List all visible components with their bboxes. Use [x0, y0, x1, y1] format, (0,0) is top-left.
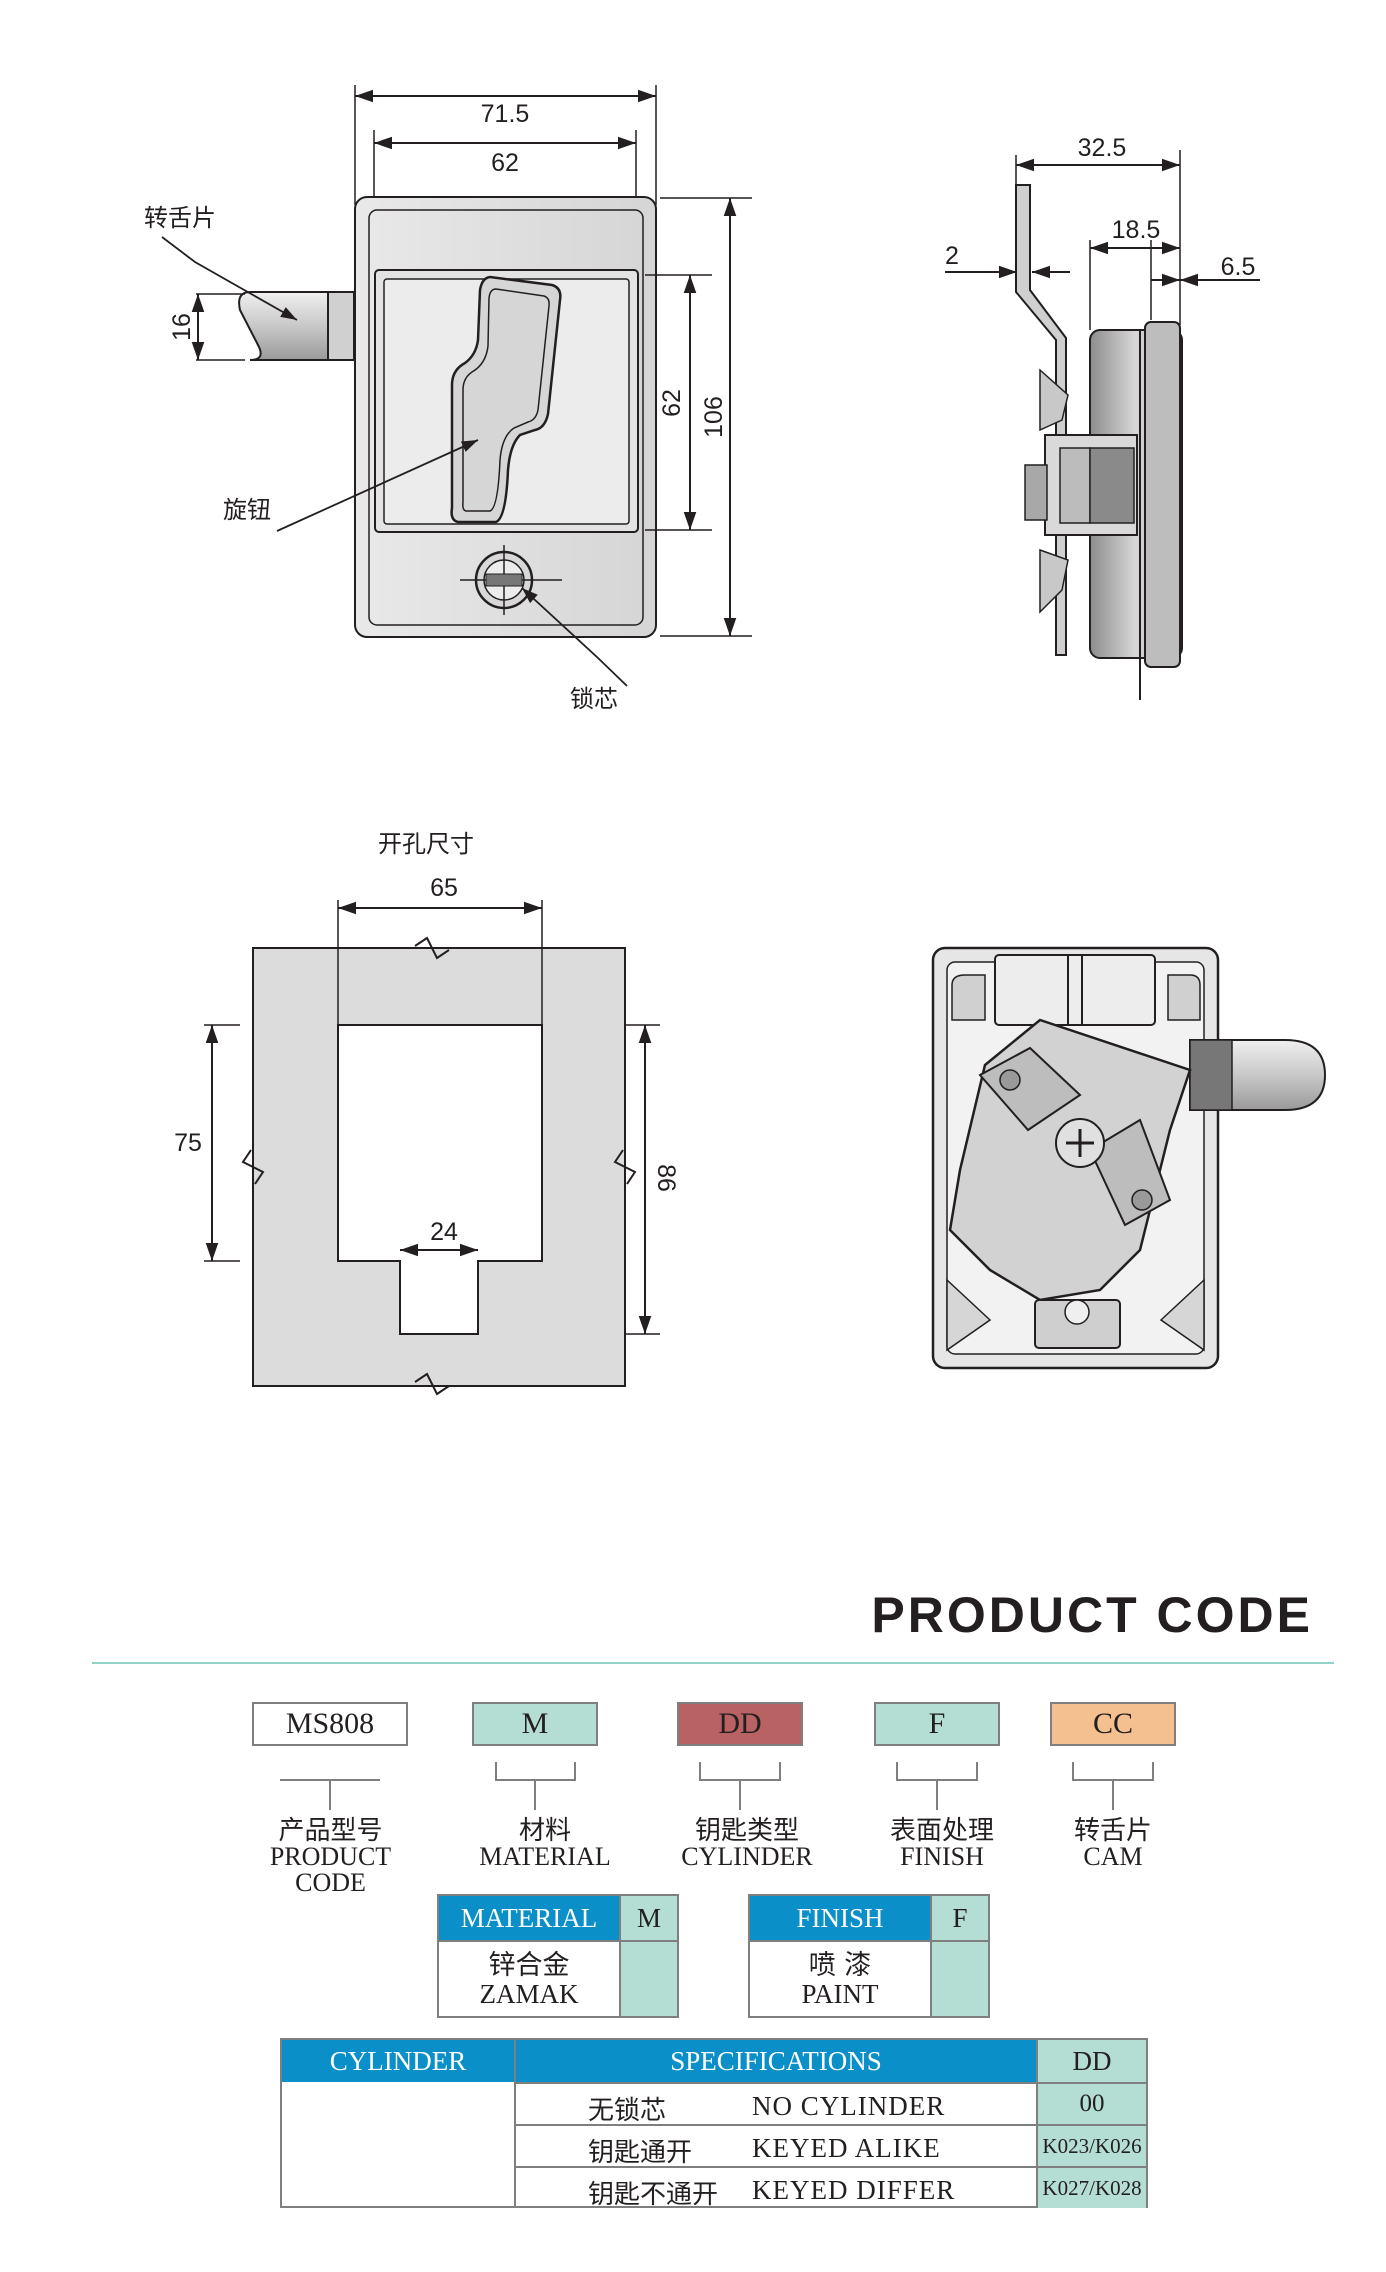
cutout-title: 开孔尺寸: [378, 830, 474, 858]
material-table-code-cell: [619, 1940, 677, 2016]
code-box-product: MS808: [252, 1702, 408, 1746]
material-table-header: MATERIAL: [439, 1896, 619, 1940]
rear-view: [931, 946, 1327, 1370]
label-cam: 转舌片: [144, 204, 216, 232]
code-box-finish: F: [874, 1702, 1000, 1746]
material-en: ZAMAK: [479, 1979, 579, 2009]
front-dim-height-inner: 62: [658, 389, 686, 417]
code-label-finish-en: FINISH: [900, 1842, 984, 1871]
side-dim-small: 6.5: [1221, 253, 1256, 281]
finish-zh: 喷 漆: [808, 1950, 872, 1981]
code-label-material: 材料 MATERIAL: [470, 1818, 620, 1870]
table-row: 无锁芯 NO CYLINDER 00: [514, 2082, 1146, 2126]
code-label-product-en: PRODUCT CODE: [269, 1842, 392, 1897]
row-en: KEYED DIFFER: [752, 2175, 956, 2205]
row-code: K023/K026: [1036, 2126, 1146, 2166]
code-label-cylinder-zh: 钥匙类型: [694, 1816, 799, 1846]
cutout-dim-slot: 24: [430, 1218, 458, 1246]
table-row: 钥匙不通开 KEYED DIFFER K027/K028: [514, 2166, 1146, 2210]
row-zh: 无锁芯: [588, 2096, 667, 2126]
finish-table-body: 喷 漆 PAINT: [750, 1940, 930, 2016]
side-dim-mid: 18.5: [1112, 216, 1161, 244]
product-code-title: PRODUCT CODE: [871, 1587, 1313, 1643]
cutout-view: [204, 900, 660, 1396]
label-knob: 旋钮: [223, 496, 271, 524]
front-view: [161, 85, 752, 687]
front-dim-width-inner: 62: [491, 149, 519, 177]
cylinder-table: CYLINDER SPECIFICATIONS DD 无锁芯 NO CYLIND…: [280, 2038, 1148, 2210]
cylinder-header: CYLINDER: [282, 2040, 514, 2082]
code-label-cam-en: CAM: [1083, 1842, 1143, 1871]
finish-table-code: F: [930, 1896, 988, 1940]
code-box-material: M: [472, 1702, 598, 1746]
row-en: NO CYLINDER: [752, 2091, 946, 2121]
code-label-product-zh: 产品型号: [278, 1816, 383, 1846]
code-box-cylinder: DD: [677, 1702, 803, 1746]
code-label-cylinder-en: CYLINDER: [681, 1842, 813, 1871]
row-code: K027/K028: [1036, 2168, 1146, 2208]
front-dim-cam: 16: [168, 313, 196, 341]
code-label-finish: 表面处理 FINISH: [867, 1818, 1017, 1870]
code-label-finish-zh: 表面处理: [889, 1816, 994, 1846]
material-zh: 锌合金: [488, 1950, 570, 1981]
cutout-dim-width: 65: [430, 874, 458, 902]
side-dim-thick: 2: [945, 242, 959, 270]
specifications-header: SPECIFICATIONS: [514, 2040, 1036, 2082]
code-label-material-en: MATERIAL: [479, 1842, 611, 1871]
finish-table: FINISH F 喷 漆 PAINT: [748, 1894, 990, 2018]
code-label-cam-zh: 转舌片: [1073, 1816, 1152, 1846]
front-dim-width-total: 71.5: [481, 100, 530, 128]
row-zh: 钥匙不通开: [588, 2180, 719, 2210]
side-view: [945, 150, 1260, 700]
cutout-dim-left-height: 75: [174, 1129, 202, 1157]
side-dim-total: 32.5: [1078, 134, 1127, 162]
code-label-cylinder: 钥匙类型 CYLINDER: [672, 1818, 822, 1870]
finish-table-header: FINISH: [750, 1896, 930, 1940]
label-core: 锁芯: [570, 685, 618, 713]
finish-en: PAINT: [801, 1979, 879, 2009]
cutout-dim-right-height: 86: [652, 1164, 680, 1192]
row-en: KEYED ALIKE: [752, 2133, 941, 2163]
row-code: 00: [1036, 2084, 1146, 2124]
finish-table-code-cell: [930, 1940, 988, 2016]
material-table: MATERIAL M 锌合金 ZAMAK: [437, 1894, 679, 2018]
code-label-cam: 转舌片 CAM: [1048, 1818, 1178, 1870]
dd-header: DD: [1036, 2040, 1146, 2082]
front-dim-height-total: 106: [700, 396, 728, 438]
technical-drawings: 71.5 62 16 62 106 转舌片 旋钮 锁芯 32.5 18.5 6.…: [144, 85, 1327, 1396]
material-table-body: 锌合金 ZAMAK: [439, 1940, 619, 2016]
row-zh: 钥匙通开: [588, 2138, 693, 2168]
table-row: 钥匙通开 KEYED ALIKE K023/K026: [514, 2124, 1146, 2168]
material-table-code: M: [619, 1896, 677, 1940]
section-divider: [92, 1662, 1334, 1664]
code-connectors: [280, 1762, 1154, 1810]
code-box-cam: CC: [1050, 1702, 1176, 1746]
code-label-product: 产品型号 PRODUCT CODE: [238, 1818, 423, 1896]
code-label-material-zh: 材料: [518, 1816, 571, 1846]
